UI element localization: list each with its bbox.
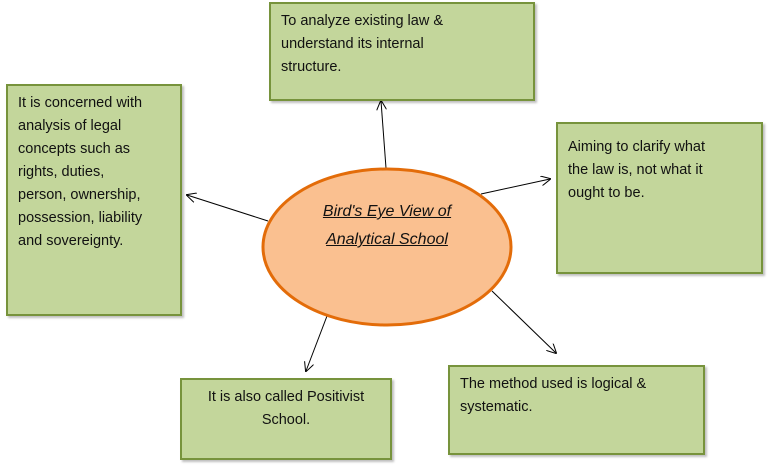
box-text-line: the law is, not what it xyxy=(568,162,703,178)
box-text-line: person, ownership, xyxy=(18,187,141,203)
arrow-to-top xyxy=(381,101,386,169)
box-text-line: To analyze existing law & xyxy=(281,13,443,29)
center-title-line: Analytical School xyxy=(326,231,448,248)
box-text-line: and sovereignty. xyxy=(18,233,124,249)
box-text-line: structure. xyxy=(281,59,342,75)
box-text-line: ought to be. xyxy=(568,185,645,201)
box-right: Aiming to clarify what the law is, not w… xyxy=(556,122,763,274)
box-text-line: It is also called Positivist xyxy=(207,389,365,405)
arrow-to-bottom-left xyxy=(306,315,328,371)
box-top: To analyze existing law & understand its… xyxy=(269,2,535,101)
arrow-to-right xyxy=(480,179,550,195)
box-text-line: The method used is logical & xyxy=(460,376,647,392)
box-text-line: rights, duties, xyxy=(18,164,105,180)
box-text-line: understand its internal xyxy=(281,36,424,52)
arrow-to-left xyxy=(187,195,269,222)
box-text-line: School. xyxy=(261,412,311,428)
box-text-line: Aiming to clarify what xyxy=(568,139,705,155)
box-bottom-right: The method used is logical & systematic. xyxy=(448,365,705,455)
center-title-line: Bird's Eye View of xyxy=(322,203,452,220)
box-left: It is concerned with analysis of legal c… xyxy=(6,84,182,316)
center-ellipse xyxy=(261,167,513,327)
box-text-line: concepts such as xyxy=(18,141,131,157)
center-title: Bird's Eye View of Analytical School xyxy=(287,198,487,254)
box-text-line: It is concerned with xyxy=(18,95,143,111)
box-bottom-left: It is also called Positivist School. xyxy=(180,378,392,460)
box-text-line: analysis of legal xyxy=(18,118,122,134)
box-text-line: systematic. xyxy=(460,399,533,415)
box-text-line: possession, liability xyxy=(18,210,143,226)
arrow-to-bottom-right xyxy=(491,290,556,353)
